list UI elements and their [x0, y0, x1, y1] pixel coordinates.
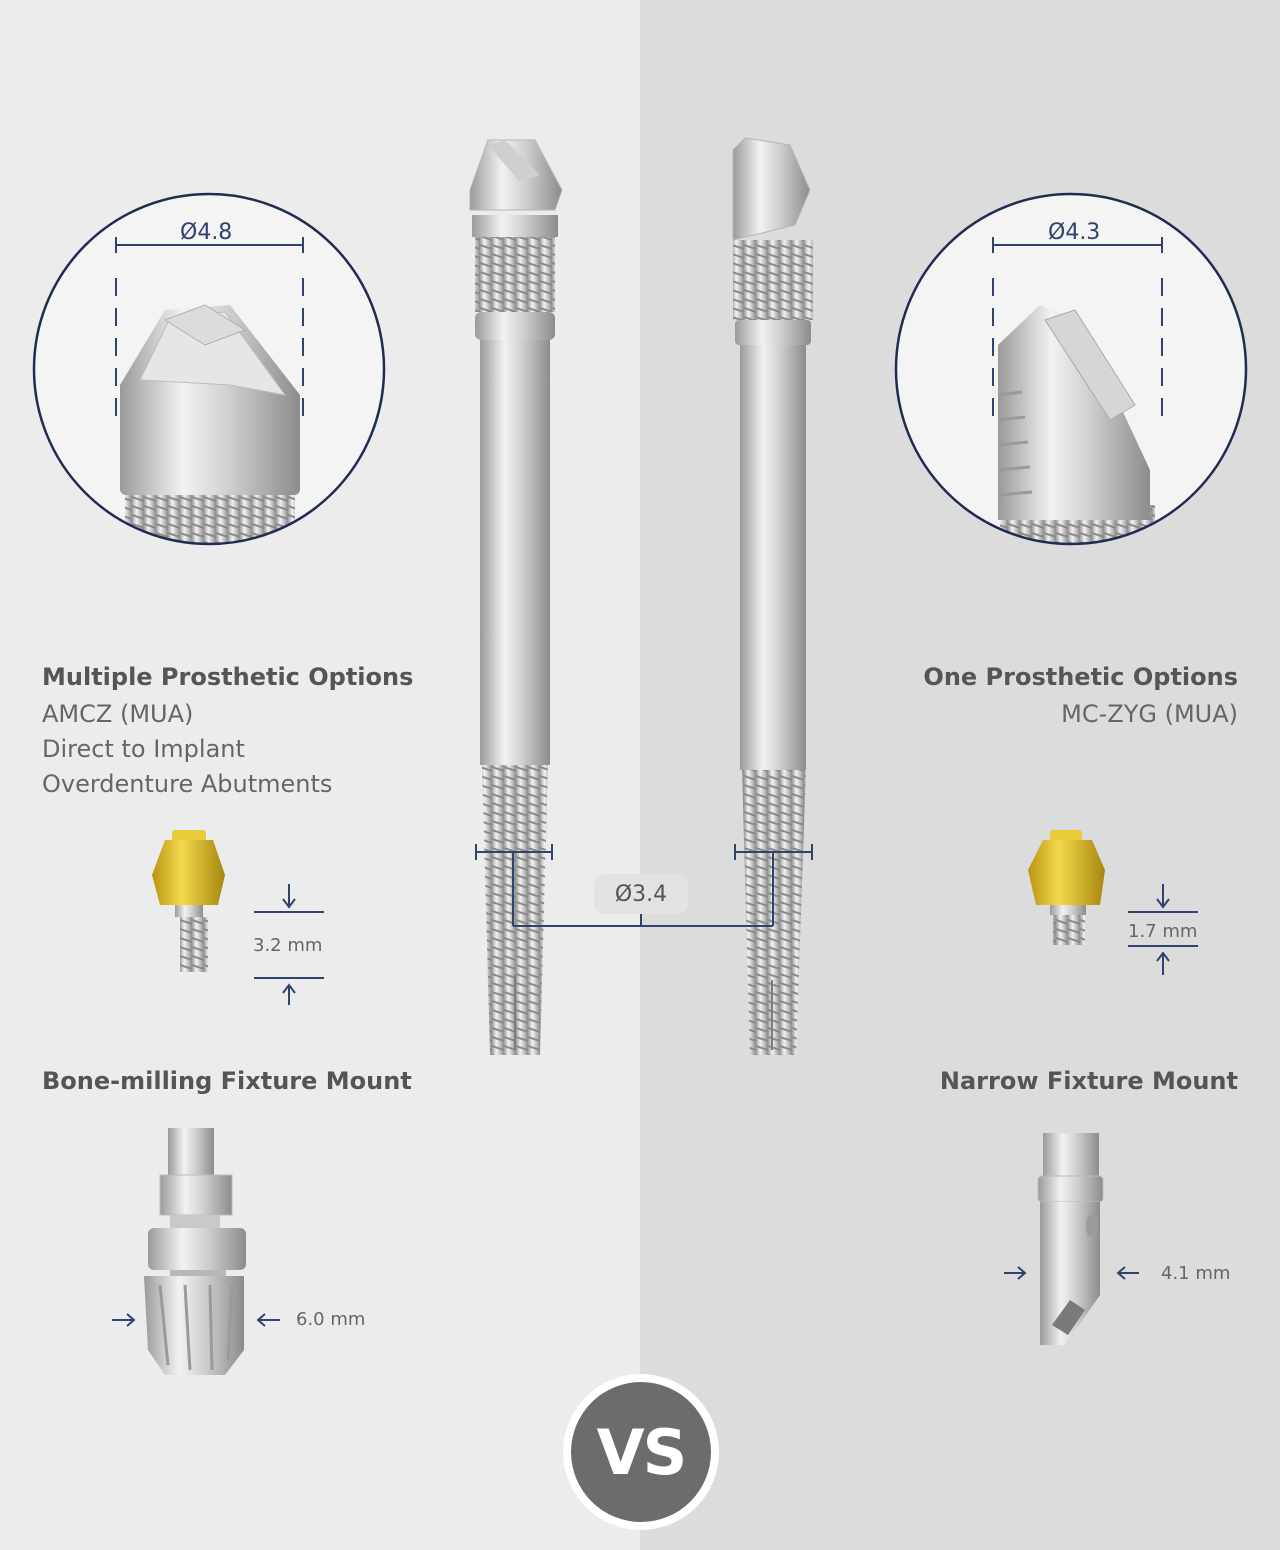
- left-abutment-height: 3.2 mm: [253, 935, 323, 956]
- left-fixture-mount: [112, 1128, 280, 1375]
- left-abutment: [152, 830, 324, 1005]
- right-zoom-circle: [894, 192, 1248, 546]
- left-zoom-diameter: Ø4.8: [180, 220, 233, 245]
- right-mount-title: Narrow Fixture Mount: [939, 1067, 1238, 1095]
- left-option-line-3: Overdenture Abutments: [42, 770, 333, 798]
- shaft-diameter-indicator: [475, 844, 813, 927]
- left-implant: [469, 139, 563, 1055]
- shaft-diameter-badge: Ø3.4: [594, 874, 688, 914]
- right-implant: [732, 137, 813, 1055]
- left-option-line-2: Direct to Implant: [42, 735, 245, 763]
- left-options-title: Multiple Prosthetic Options: [42, 663, 414, 691]
- left-mount-width: 6.0 mm: [296, 1309, 366, 1330]
- right-abutment-height: 1.7 mm: [1128, 921, 1198, 942]
- right-zoom-diameter: Ø4.3: [1048, 220, 1101, 245]
- left-mount-title: Bone-milling Fixture Mount: [42, 1067, 412, 1095]
- left-option-line-1: AMCZ (MUA): [42, 700, 194, 728]
- right-option-line-1: MC-ZYG (MUA): [1061, 700, 1238, 728]
- right-options-title: One Prosthetic Options: [923, 663, 1238, 691]
- vs-badge: VS: [563, 1374, 719, 1530]
- right-fixture-mount: [1004, 1133, 1139, 1345]
- right-mount-width: 4.1 mm: [1161, 1263, 1231, 1284]
- left-zoom-circle: [32, 192, 386, 546]
- right-abutment: [1028, 830, 1198, 975]
- vs-label: VS: [571, 1382, 711, 1522]
